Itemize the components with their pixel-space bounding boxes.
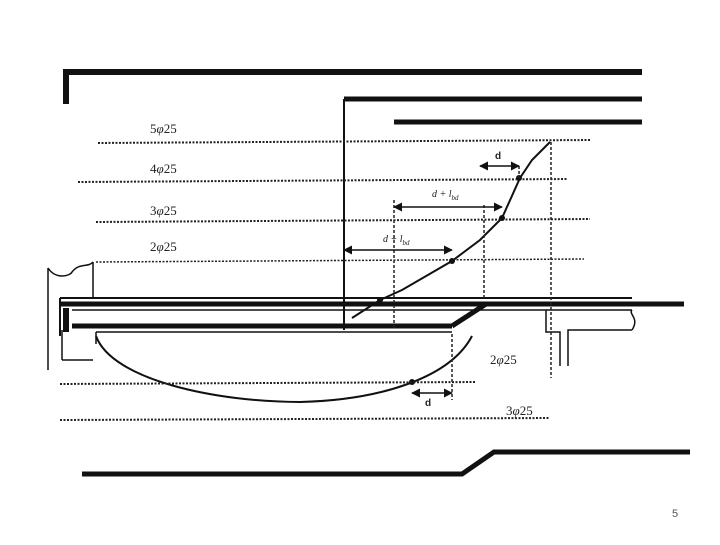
moment-curve-top [351,141,551,319]
top-dotted-bars [77,139,591,263]
bottom-thick-bar [82,449,690,477]
dotted-bar-2 [95,258,585,263]
dimension-arrows [343,161,520,398]
beam-break-line [630,309,636,331]
moment-curve-bottom [95,335,473,404]
bottom-bar-labels: 2φ25 3φ25 [490,352,533,418]
dotted-bar-bottom-2 [59,381,477,385]
top-bar-1 [63,69,642,104]
dotted-bar-bottom-3 [59,417,551,421]
beam [59,297,684,366]
moment-curves [95,141,551,404]
intersection-points [377,175,522,385]
beam-bottom-bar-bend [450,301,488,329]
bottom-dotted-bars [59,381,551,421]
dim-label-d-lbd-2: d + lbd [383,234,410,247]
label-3phi25: 3φ25 [150,203,177,218]
dotted-bar-4 [77,178,569,183]
extension-lines [393,142,552,400]
point-4 [377,297,383,303]
dimension-labels: d d + lbd d + lbd d [383,151,501,409]
dim-label-d-bottom: d [425,398,431,409]
label-2phi25: 2φ25 [150,239,177,254]
dotted-bar-5 [97,139,591,144]
point-3 [449,258,455,264]
left-column [47,261,94,370]
top-thick-bars [63,69,642,330]
right-support-right [567,329,632,366]
dim-label-d-lbd-1: d + lbd [432,189,459,202]
page-number: 5 [671,508,679,520]
point-2 [499,215,505,221]
label-bottom-3phi25: 3φ25 [506,403,533,418]
label-bottom-2phi25: 2φ25 [490,352,517,367]
dim-label-d-top: d [495,151,501,162]
top-bar-labels: 5φ25 4φ25 3φ25 2φ25 [150,121,177,254]
dotted-bar-3 [95,218,591,223]
right-support-left [545,310,561,366]
label-4phi25: 4φ25 [150,161,177,176]
column-break-line [47,261,94,277]
point-5 [409,379,415,385]
label-5phi25: 5φ25 [150,121,177,136]
